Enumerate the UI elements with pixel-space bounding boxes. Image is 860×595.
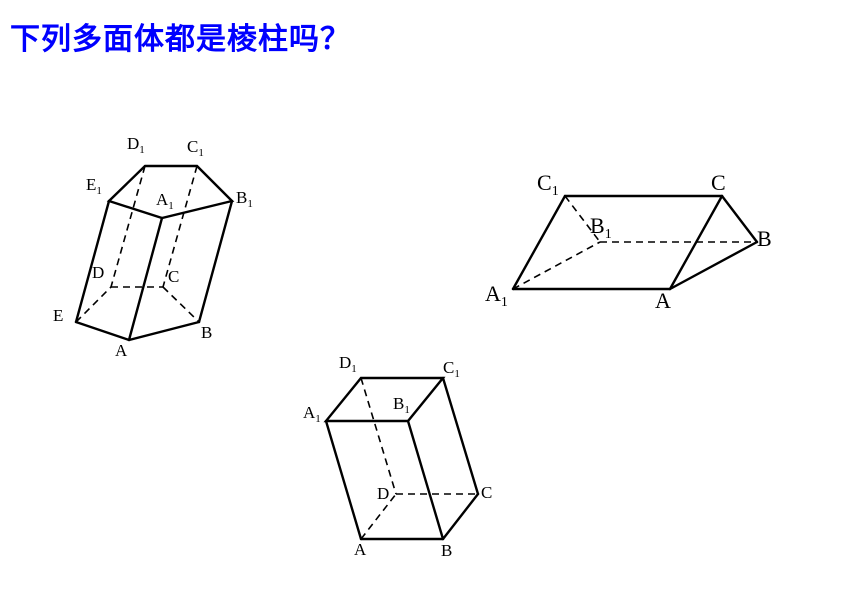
fig1-hidden-CB — [162, 286, 200, 323]
fig3-label-C: C — [481, 483, 492, 502]
fig2-label-C: C — [711, 170, 726, 195]
fig2-label-B1: B1 — [590, 213, 612, 242]
fig2-hidden-C1B1 — [564, 195, 601, 243]
fig3-label-C1: C1 — [443, 358, 460, 380]
fig3-label-D1: D1 — [339, 353, 357, 375]
fig1-hidden-ED — [75, 286, 112, 323]
fig3-label-B1: B1 — [393, 394, 410, 416]
fig1-label-C1: C1 — [187, 137, 204, 159]
fig3-edge-C1C — [441, 376, 480, 496]
fig3-hidden-D1D — [360, 377, 397, 495]
fig1-edge-E1E — [74, 199, 111, 324]
fig1-label-D1: D1 — [127, 134, 145, 156]
fig1-hidden-D1D — [110, 165, 146, 288]
figure-3-quadrilateral-prism: D1 C1 A1 B1 D C A B — [303, 353, 492, 560]
fig2-label-C1: C1 — [537, 170, 559, 199]
page-title: 下列多面体都是棱柱吗？ — [10, 22, 351, 57]
fig1-bottom-front — [74, 320, 201, 342]
fig2-label-A1: A1 — [485, 281, 508, 310]
fig1-label-B1: B1 — [236, 188, 253, 210]
fig1-hidden-C1C — [162, 165, 198, 288]
fig3-hidden-AD — [360, 493, 397, 540]
fig1-label-C: C — [168, 267, 179, 286]
figure-2-triangular-prism: C1 C B1 B A1 A — [485, 170, 772, 313]
fig1-edge-B1B — [197, 199, 234, 324]
fig3-label-B: B — [441, 541, 452, 560]
fig2-label-B: B — [757, 226, 772, 251]
fig1-label-A1: A1 — [156, 190, 174, 212]
fig1-top-face — [106, 164, 235, 220]
fig2-edge-C1A1 — [511, 194, 567, 291]
fig3-edge-A1A — [324, 419, 363, 541]
fig2-edge-AB — [668, 240, 759, 291]
fig2-hidden-A1B1 — [512, 241, 601, 290]
fig3-edge-BC — [441, 492, 480, 541]
fig1-edge-A1A — [127, 216, 164, 342]
fig3-label-D: D — [377, 484, 389, 503]
fig1-label-E: E — [53, 306, 63, 325]
fig1-label-D: D — [92, 263, 104, 282]
fig2-label-A: A — [655, 288, 671, 313]
fig1-label-E1: E1 — [86, 175, 102, 197]
fig2-edge-CB — [720, 194, 759, 244]
fig3-label-A: A — [354, 540, 367, 559]
fig1-label-A: A — [115, 341, 128, 360]
fig3-edge-B1B — [406, 419, 445, 541]
figure-1-pentagonal-prism: D1 C1 E1 A1 B1 D C E B A — [53, 134, 253, 360]
fig1-label-B: B — [201, 323, 212, 342]
fig3-label-A1: A1 — [303, 403, 321, 425]
fig3-top-face — [323, 376, 446, 423]
